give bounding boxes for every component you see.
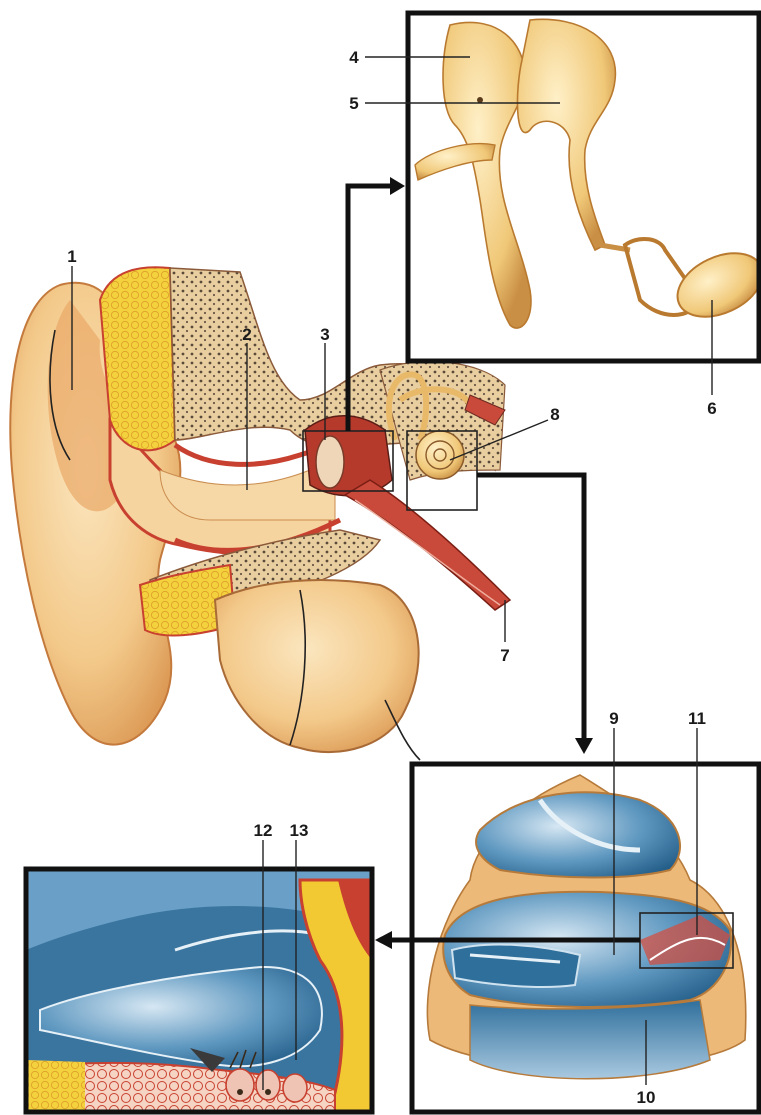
label-6: 6 [707,399,716,418]
ossicles-panel [408,13,761,361]
label-10: 10 [637,1088,656,1107]
label-3: 3 [320,325,329,344]
organ-of-corti-panel [26,869,372,1112]
label-8: 8 [550,405,559,424]
label-5: 5 [349,94,358,113]
cochlea-small [416,431,464,479]
label-12: 12 [254,821,273,840]
label-4: 4 [349,48,359,67]
tympanic-membrane [316,436,344,488]
mastoid-process [215,580,419,752]
label-11: 11 [688,709,706,728]
cartilage-layer-upper [100,267,175,450]
label-1: 1 [67,247,76,266]
label-13: 13 [290,821,309,840]
label-2: 2 [242,325,251,344]
label-7: 7 [500,646,509,665]
label-9: 9 [609,709,618,728]
cochlea-basal-turn [470,1000,710,1079]
